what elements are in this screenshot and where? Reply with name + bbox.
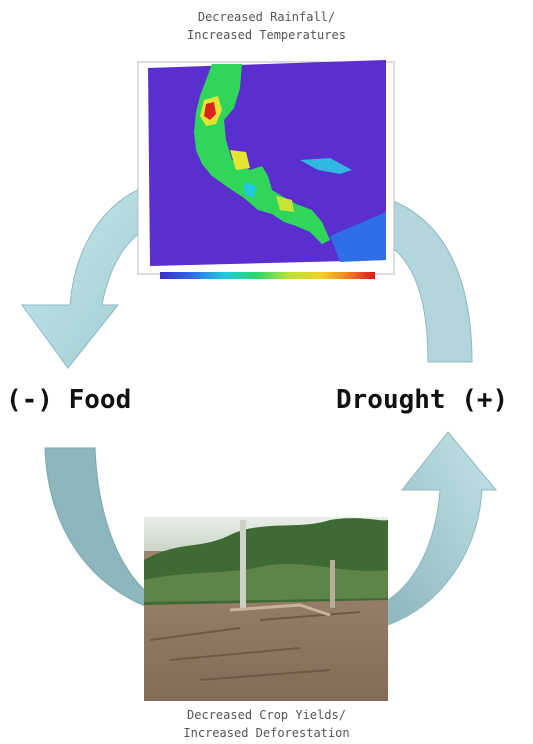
top-caption-line-2: Increased Temperatures [187, 28, 346, 42]
arrow-top-left [21, 184, 161, 369]
top-caption: Decreased Rainfall/ Increased Temperatur… [0, 8, 533, 44]
drought-label: Drought (+) [336, 385, 509, 415]
food-label: (-) Food [6, 385, 132, 415]
bottom-caption-line-2: Increased Deforestation [183, 726, 350, 740]
top-caption-line-1: Decreased Rainfall/ [197, 10, 336, 24]
arrow-top-right [371, 196, 473, 363]
arrow-bottom-right [387, 431, 498, 626]
deforestation-photo [144, 517, 388, 701]
arrow-bottom-left [44, 447, 151, 609]
bottom-caption: Decreased Crop Yields/ Increased Defores… [0, 706, 533, 742]
climate-map [137, 60, 395, 279]
bottom-caption-line-1: Decreased Crop Yields/ [187, 708, 346, 722]
